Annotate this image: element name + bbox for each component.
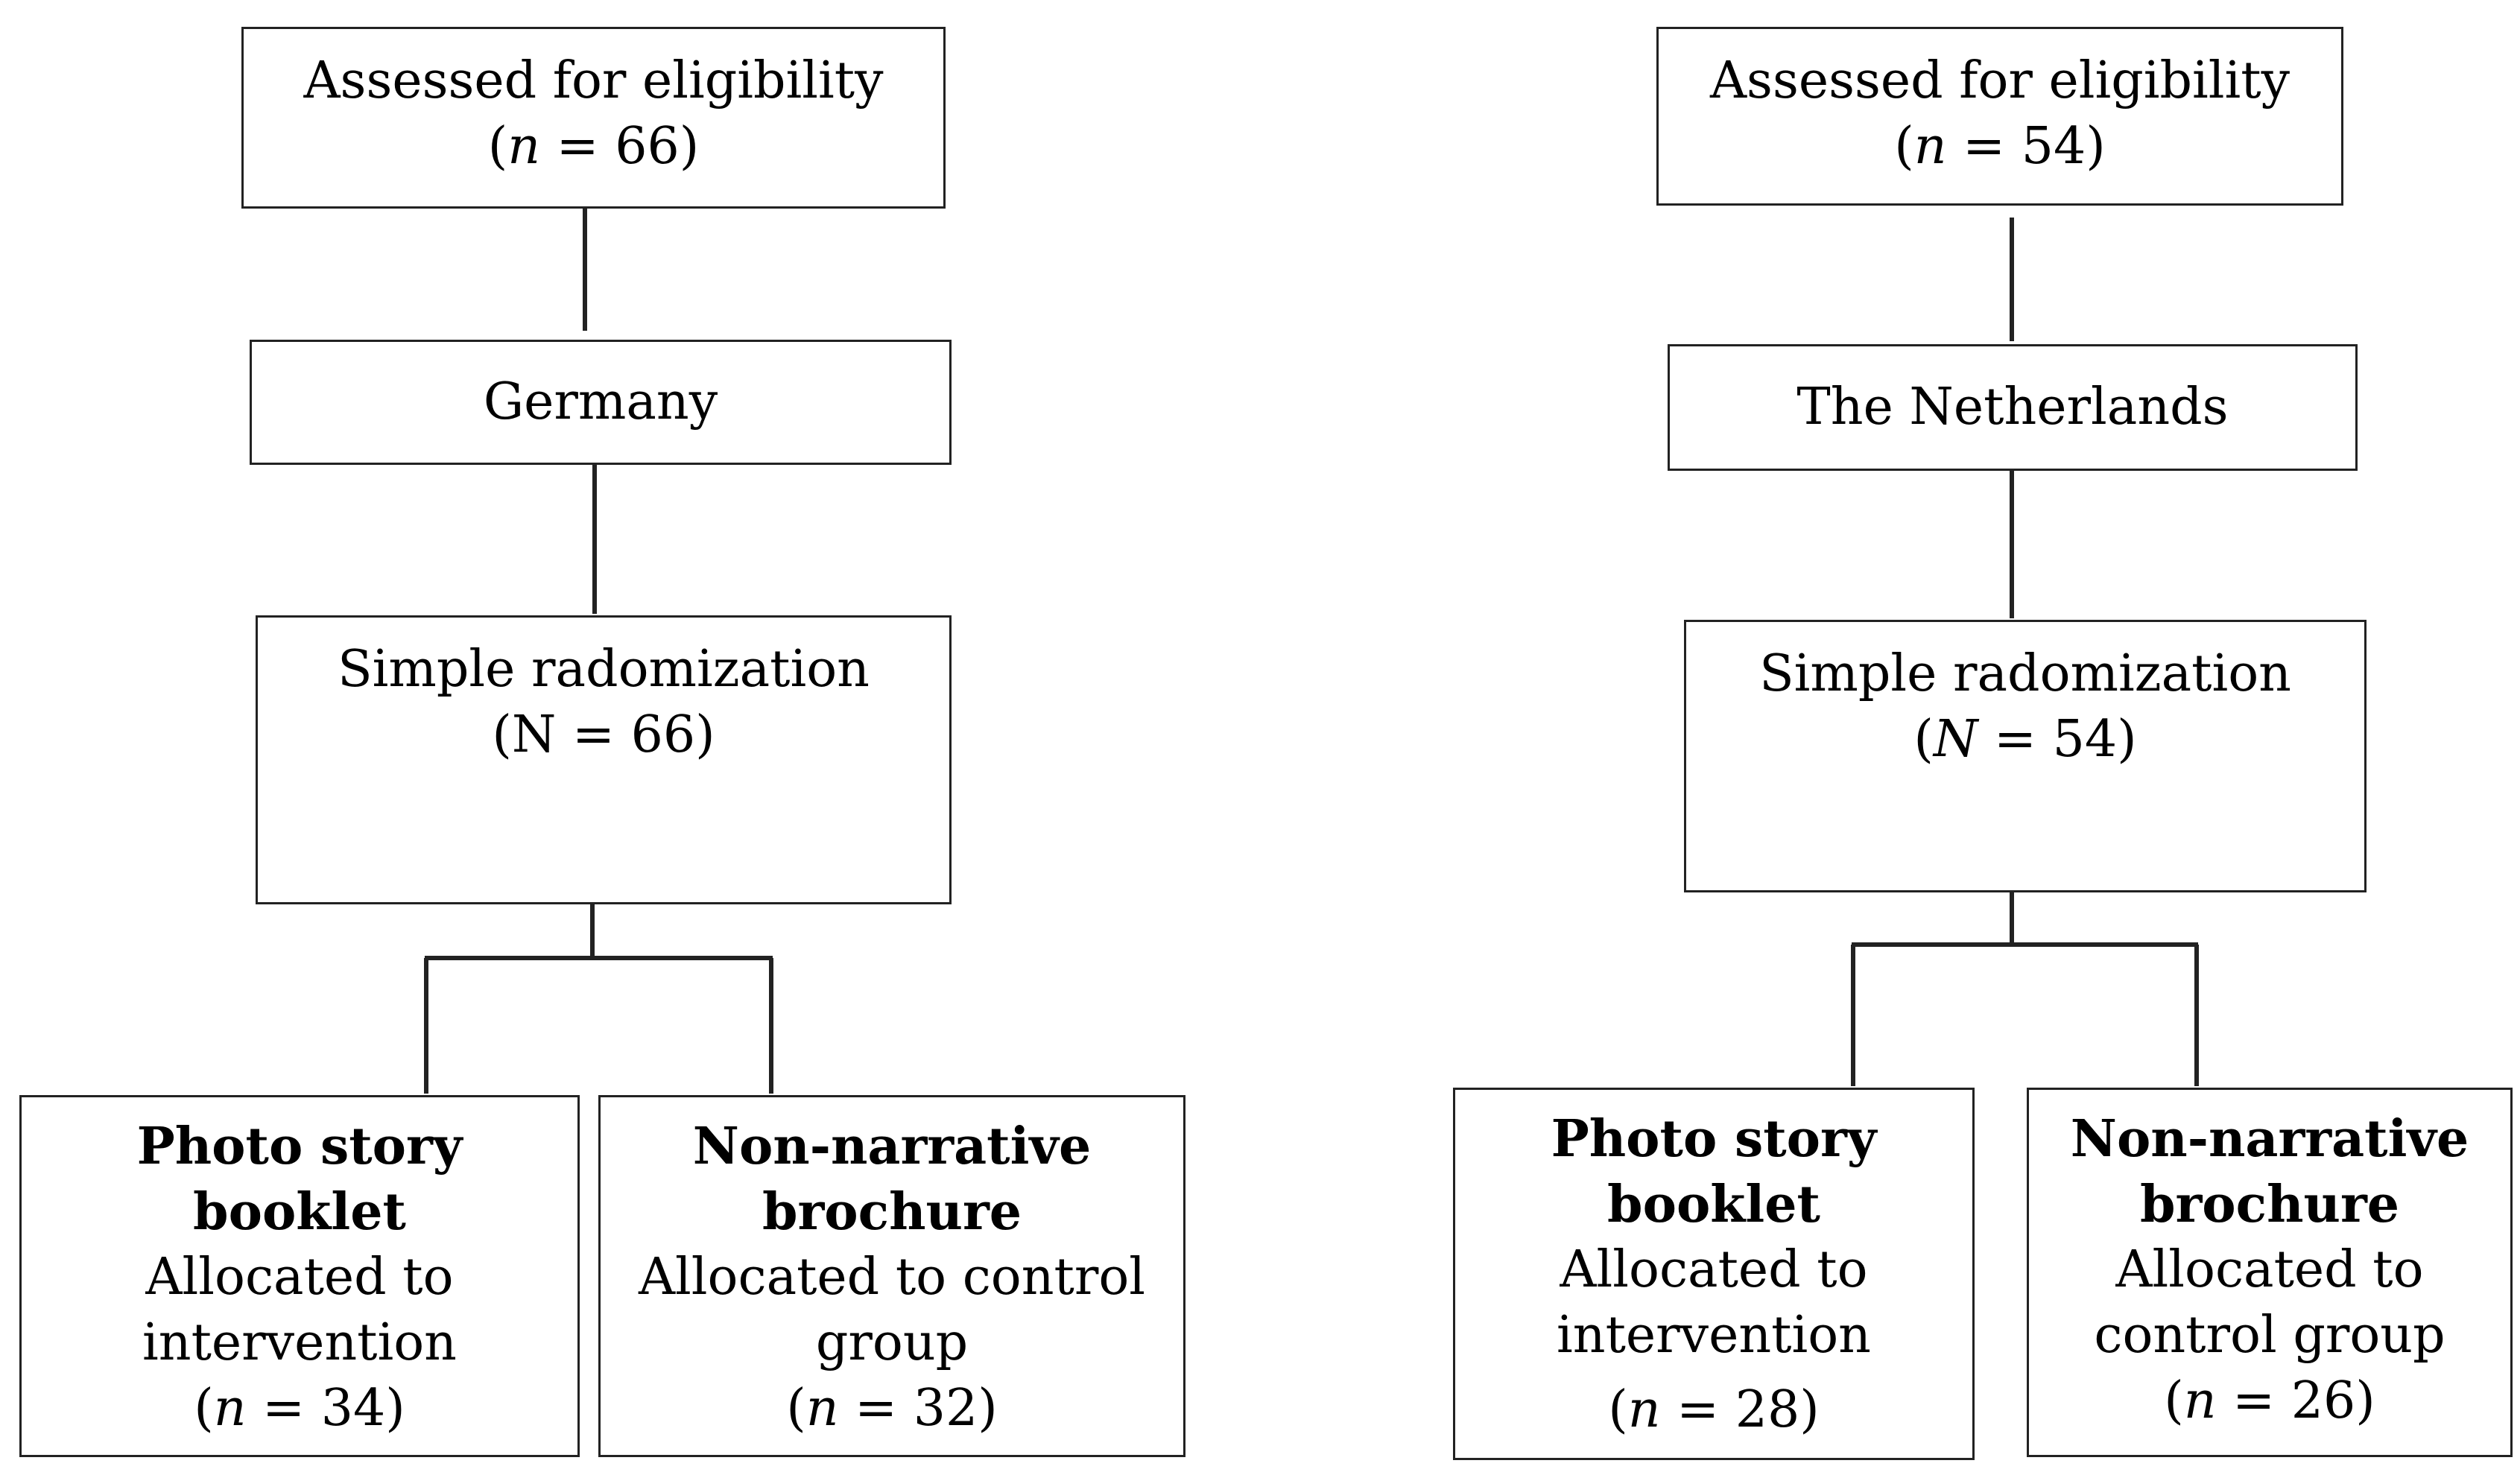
de-randomization-label: Simple radomization xyxy=(338,640,870,699)
nl-intervention-box: Photo story booklet Allocated to interve… xyxy=(1453,1088,1975,1460)
nl-randomization-box: Simple radomization (N = 54) xyxy=(1684,620,2367,892)
de-intervention-line-1: Allocated to xyxy=(145,1248,454,1307)
de-control-line-1: Allocated to control xyxy=(638,1248,1146,1307)
nl-control-n: (n = 26) xyxy=(2164,1371,2375,1430)
nl-control-title-1: Non-narrative xyxy=(2070,1109,2469,1169)
nl-intervention-title-1: Photo story xyxy=(1551,1109,1877,1169)
nl-randomization-n: (N = 54) xyxy=(1913,710,2137,769)
nl-intervention-line-2: intervention xyxy=(1557,1306,1871,1365)
nl-control-box: Non-narrative brochure Allocated to cont… xyxy=(2027,1088,2513,1457)
de-intervention-line-2: intervention xyxy=(142,1313,457,1372)
nl-country-box: The Netherlands xyxy=(1668,344,2358,471)
de-eligibility-n: (n = 66) xyxy=(487,117,700,176)
de-intervention-title-1: Photo story xyxy=(136,1117,463,1176)
de-control-title-2: brochure xyxy=(762,1182,1022,1242)
de-randomization-box: Simple radomization (N = 66) xyxy=(256,615,952,904)
nl-control-title-2: brochure xyxy=(2139,1175,2400,1234)
nl-intervention-title-2: booklet xyxy=(1607,1175,1820,1234)
nl-control-line-2: control group xyxy=(2094,1306,2445,1365)
de-randomization-n: (N = 66) xyxy=(492,705,715,764)
de-country-label: Germany xyxy=(483,372,718,431)
de-eligibility-label: Assessed for eligibility xyxy=(303,51,884,110)
nl-eligibility-label: Assessed for eligibility xyxy=(1709,51,2291,110)
nl-eligibility-box: Assessed for eligibility (n = 54) xyxy=(1656,27,2343,206)
de-control-title-1: Non-narrative xyxy=(692,1117,1092,1176)
de-intervention-box: Photo story booklet Allocated to interve… xyxy=(19,1095,580,1457)
de-control-n: (n = 32) xyxy=(786,1379,998,1438)
nl-intervention-n: (n = 28) xyxy=(1608,1380,1820,1439)
nl-eligibility-n: (n = 54) xyxy=(1894,117,2106,176)
de-intervention-n: (n = 34) xyxy=(194,1379,405,1438)
nl-intervention-line-1: Allocated to xyxy=(1560,1240,1868,1299)
de-intervention-title-2: booklet xyxy=(193,1182,406,1242)
nl-country-label: The Netherlands xyxy=(1796,378,2229,437)
de-control-box: Non-narrative brochure Allocated to cont… xyxy=(598,1095,1185,1457)
nl-control-line-1: Allocated to xyxy=(2115,1240,2424,1299)
nl-randomization-label: Simple radomization xyxy=(1759,644,2291,703)
de-eligibility-box: Assessed for eligibility (n = 66) xyxy=(241,27,946,209)
de-country-box: Germany xyxy=(250,340,952,465)
de-control-line-2: group xyxy=(815,1313,969,1372)
